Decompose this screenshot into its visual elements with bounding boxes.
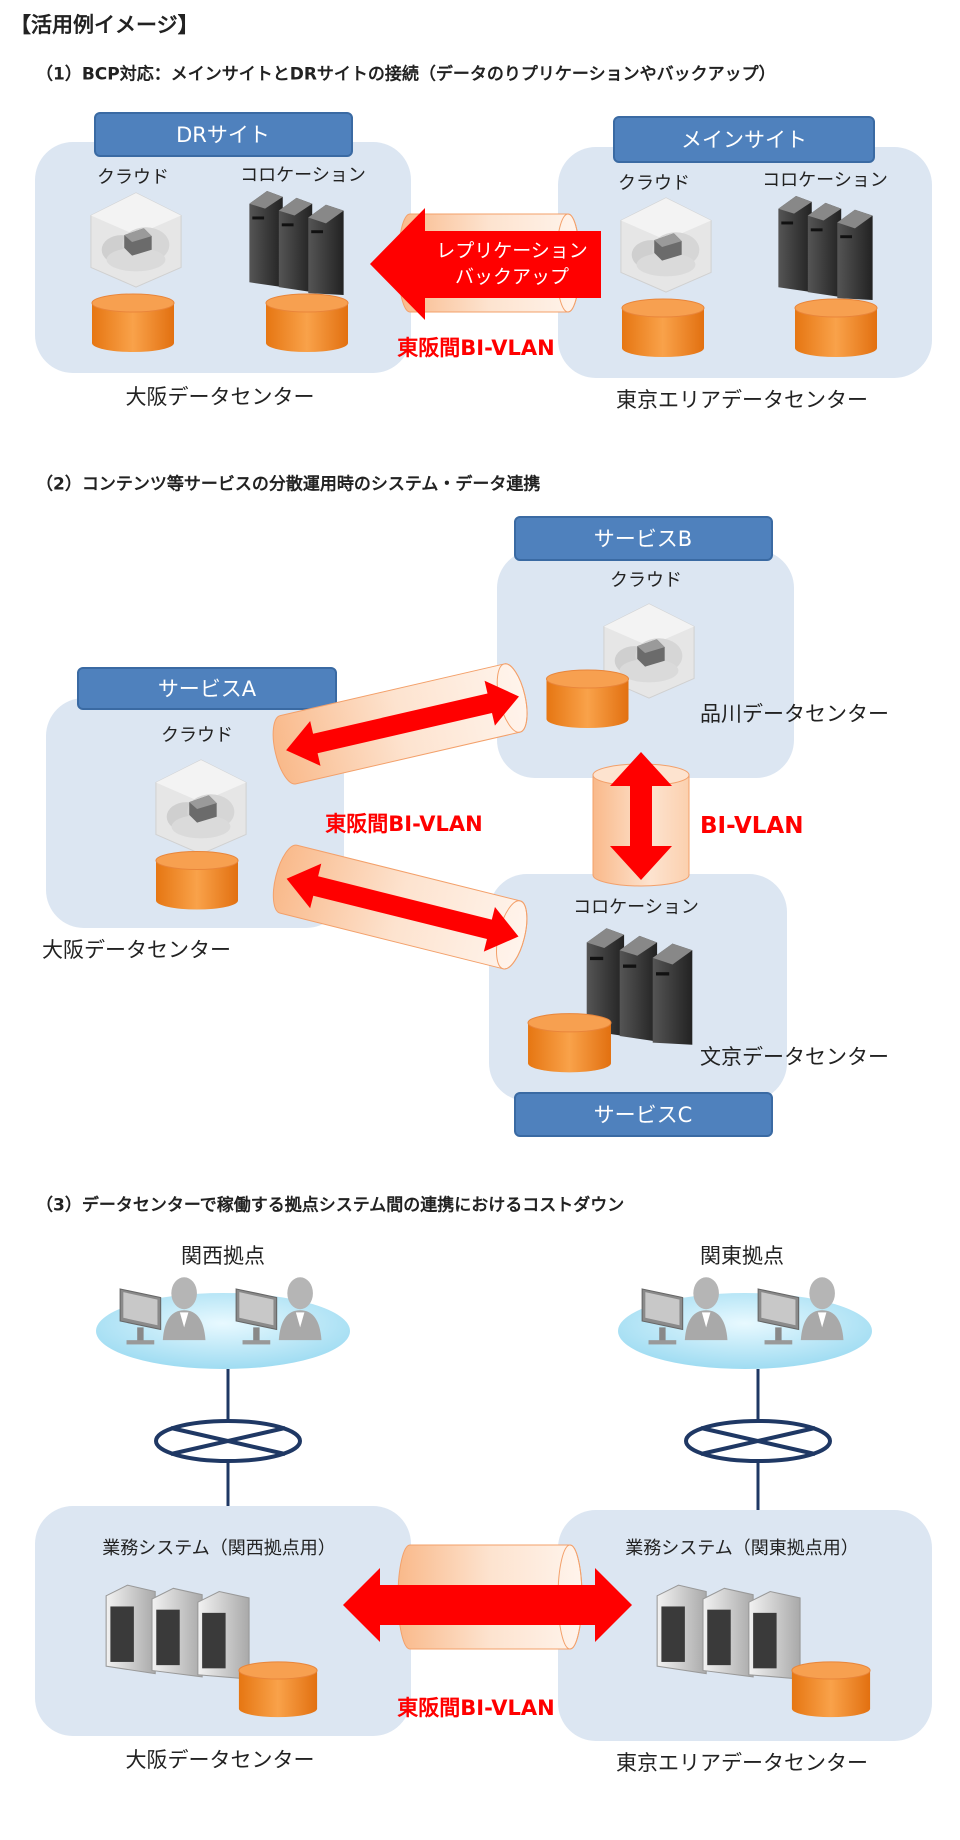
server-icon — [656, 1584, 801, 1680]
kansai-system-label: 業務システム（関西拠点用） — [102, 1538, 336, 1559]
link-label: 東阪間BI-VLAN — [397, 336, 555, 360]
link-label-osaka: 東阪間BI-VLAN — [325, 812, 483, 836]
colocation-label: コロケーション — [240, 165, 366, 186]
bi-vlan-pipe-upper — [272, 663, 528, 785]
colocation-label: コロケーション — [762, 170, 888, 191]
dr-site-label: DRサイト — [176, 123, 270, 147]
kanto-system-label: 業務システム（関東拠点用） — [625, 1538, 859, 1559]
section3-heading: （3）データセンターで稼働する拠点システム間の連携におけるコストダウン — [36, 1195, 625, 1216]
main-site-label: メインサイト — [681, 128, 807, 152]
shinagawa-dc-name: 品川データセンター — [700, 702, 889, 726]
database-icon — [155, 850, 239, 911]
section2-heading: （2）コンテンツ等サービスの分散運用時のシステム・データ連携 — [36, 474, 541, 495]
vertical-double-arrow — [610, 752, 672, 880]
switch-icon — [154, 1419, 302, 1463]
dr-site-label-box — [94, 112, 353, 157]
cloud-label: クラウド — [610, 570, 682, 591]
server-rack-icon — [778, 195, 873, 301]
link-label: 東阪間BI-VLAN — [397, 1696, 555, 1720]
cloud-label: クラウド — [161, 725, 233, 746]
kansai-site-label: 関西拠点 — [181, 1244, 265, 1268]
database-icon — [265, 293, 349, 353]
service-b-label: サービスB — [593, 527, 693, 551]
double-arrow — [286, 863, 519, 952]
osaka-dc-name: 大阪データセンター — [125, 1748, 315, 1772]
service-b-label-box — [514, 516, 773, 561]
bi-vlan-pipe-vertical — [592, 752, 690, 887]
database-icon — [621, 298, 705, 358]
service-a-label: サービスA — [157, 677, 257, 701]
double-arrow — [286, 680, 519, 766]
osaka-dc-name: 大阪データセンター — [125, 385, 315, 409]
cloud-label: クラウド — [97, 167, 169, 188]
section1-heading: （1）BCP対応：メインサイトとDRサイトの接続（データのりプリケーションやバッ… — [36, 64, 776, 85]
service-a-label-box — [77, 667, 337, 710]
database-icon — [794, 298, 878, 358]
service-c-label-box — [514, 1092, 773, 1137]
replication-arrow-text: レプリケーション バックアップ — [436, 238, 588, 290]
kanto-site-label: 関東拠点 — [700, 1244, 784, 1268]
colocation-label: コロケーション — [573, 897, 699, 918]
arrow-line1: レプリケーション — [436, 240, 588, 262]
osaka-dc-name: 大阪データセンター — [42, 938, 231, 962]
cloud-label: クラウド — [618, 173, 690, 194]
server-rack-icon — [249, 190, 344, 296]
main-site-label-box — [613, 116, 875, 163]
database-icon — [527, 1013, 612, 1073]
database-icon — [791, 1661, 871, 1718]
database-icon — [238, 1661, 318, 1718]
bunkyo-dc-name: 文京データセンター — [700, 1045, 889, 1069]
database-icon — [91, 293, 175, 353]
tokyo-dc-name: 東京エリアデータセンター — [616, 1751, 868, 1775]
arrow-line2: バックアップ — [454, 266, 569, 288]
server-icon — [105, 1584, 250, 1680]
tokyo-dc-name: 東京エリアデータセンター — [616, 388, 868, 412]
database-icon — [545, 669, 630, 729]
page-title: 【活用例イメージ】 — [10, 13, 199, 37]
double-arrow — [343, 1568, 632, 1642]
switch-icon — [684, 1419, 832, 1463]
link-label-local: BI-VLAN — [700, 813, 804, 839]
replication-arrow — [370, 208, 601, 320]
bi-vlan-pipe-lower — [272, 844, 528, 970]
service-c-label: サービスC — [593, 1103, 693, 1127]
